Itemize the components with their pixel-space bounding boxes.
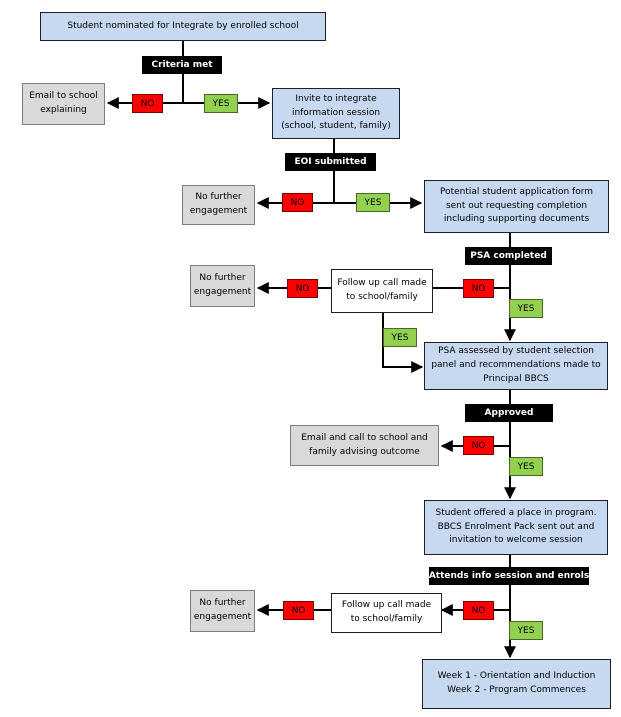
box-no-further-2: No further engagement [190,265,255,307]
box-offered-line1: Student offered a place in program. [435,507,597,518]
box-email-call-line1: Email and call to school and [301,432,428,443]
yes-label-4: YES [383,328,417,347]
label-psa-completed: PSA completed [465,247,552,265]
no-label-3: NO [463,279,494,298]
box-week-line2: Week 2 - Program Commences [447,685,586,695]
box-offered: Student offered a place in program. BBCS… [424,500,608,555]
no-label-6: NO [463,601,494,620]
box-week: Week 1 - Orientation and Induction Week … [422,659,611,709]
box-psa-assessed: PSA assessed by student selection panel … [424,342,608,390]
box-invite-line2: information session [291,107,381,118]
box-followup-1-line1: Follow up call made [337,278,427,289]
box-followup-1: Follow up call made to school/family [331,269,433,313]
box-email-school: Email to school explaining [22,83,105,125]
box-no-further-2-line2: engagement [193,287,252,297]
yes-label-5: YES [509,457,543,476]
yes-label-2: YES [356,193,390,212]
box-invite: Invite to integrate information session … [272,88,400,139]
label-approved: Approved [465,404,553,422]
box-followup-1-line2: to school/family [346,292,418,302]
label-eoi-submitted: EOI submitted [285,153,376,171]
box-potential-line2: sent out requesting completion [445,200,588,211]
no-label-2: NO [282,193,313,212]
box-followup-2-line1: Follow up call made [341,600,432,611]
box-email-school-line1: Email to school [29,91,98,102]
box-nominated-text: Student nominated for Integrate by enrol… [67,20,299,31]
box-potential-line3: including supporting documents [443,214,590,225]
box-email-school-line2: explaining [40,105,87,115]
box-offered-line3: invitation to welcome session [449,535,583,546]
no-label-4: NO [287,279,318,298]
box-email-call-line2: family advising outcome [309,446,420,457]
box-no-further-1-line1: No further [195,192,242,203]
box-no-further-1: No further engagement [182,185,255,225]
no-label-7: NO [283,601,314,620]
box-psa-assessed-line1: PSA assessed by student selection [438,346,594,357]
box-no-further-3-line1: No further [199,598,246,609]
label-criteria-met: Criteria met [142,56,222,74]
box-offered-line2: BBCS Enrolment Pack sent out and [437,521,595,532]
label-attends: Attends info session and enrols [429,567,589,585]
box-no-further-1-line2: engagement [189,206,248,216]
box-week-line1: Week 1 - Orientation and Induction [437,671,596,682]
box-psa-assessed-line3: Principal BBCS [483,373,549,384]
yes-label-6: YES [509,621,543,640]
yes-label-1: YES [204,94,238,113]
no-label-1: NO [132,94,163,113]
box-invite-line1: Invite to integrate [295,93,377,104]
box-no-further-3: No further engagement [190,590,255,632]
box-email-call: Email and call to school and family advi… [290,425,439,466]
box-followup-2-line2: to school/family [350,614,423,624]
box-potential-line1: Potential student application form [439,186,594,197]
box-followup-2: Follow up call made to school/family [331,593,442,633]
yes-label-3: YES [509,299,543,318]
box-no-further-3-line2: engagement [193,612,252,622]
box-nominated: Student nominated for Integrate by enrol… [40,12,326,41]
box-invite-line3: (school, student, family) [281,121,391,132]
box-potential: Potential student application form sent … [424,180,609,233]
no-label-5: NO [463,436,494,455]
box-psa-assessed-line2: panel and recommendations made to [431,360,601,371]
box-no-further-2-line1: No further [199,273,246,284]
